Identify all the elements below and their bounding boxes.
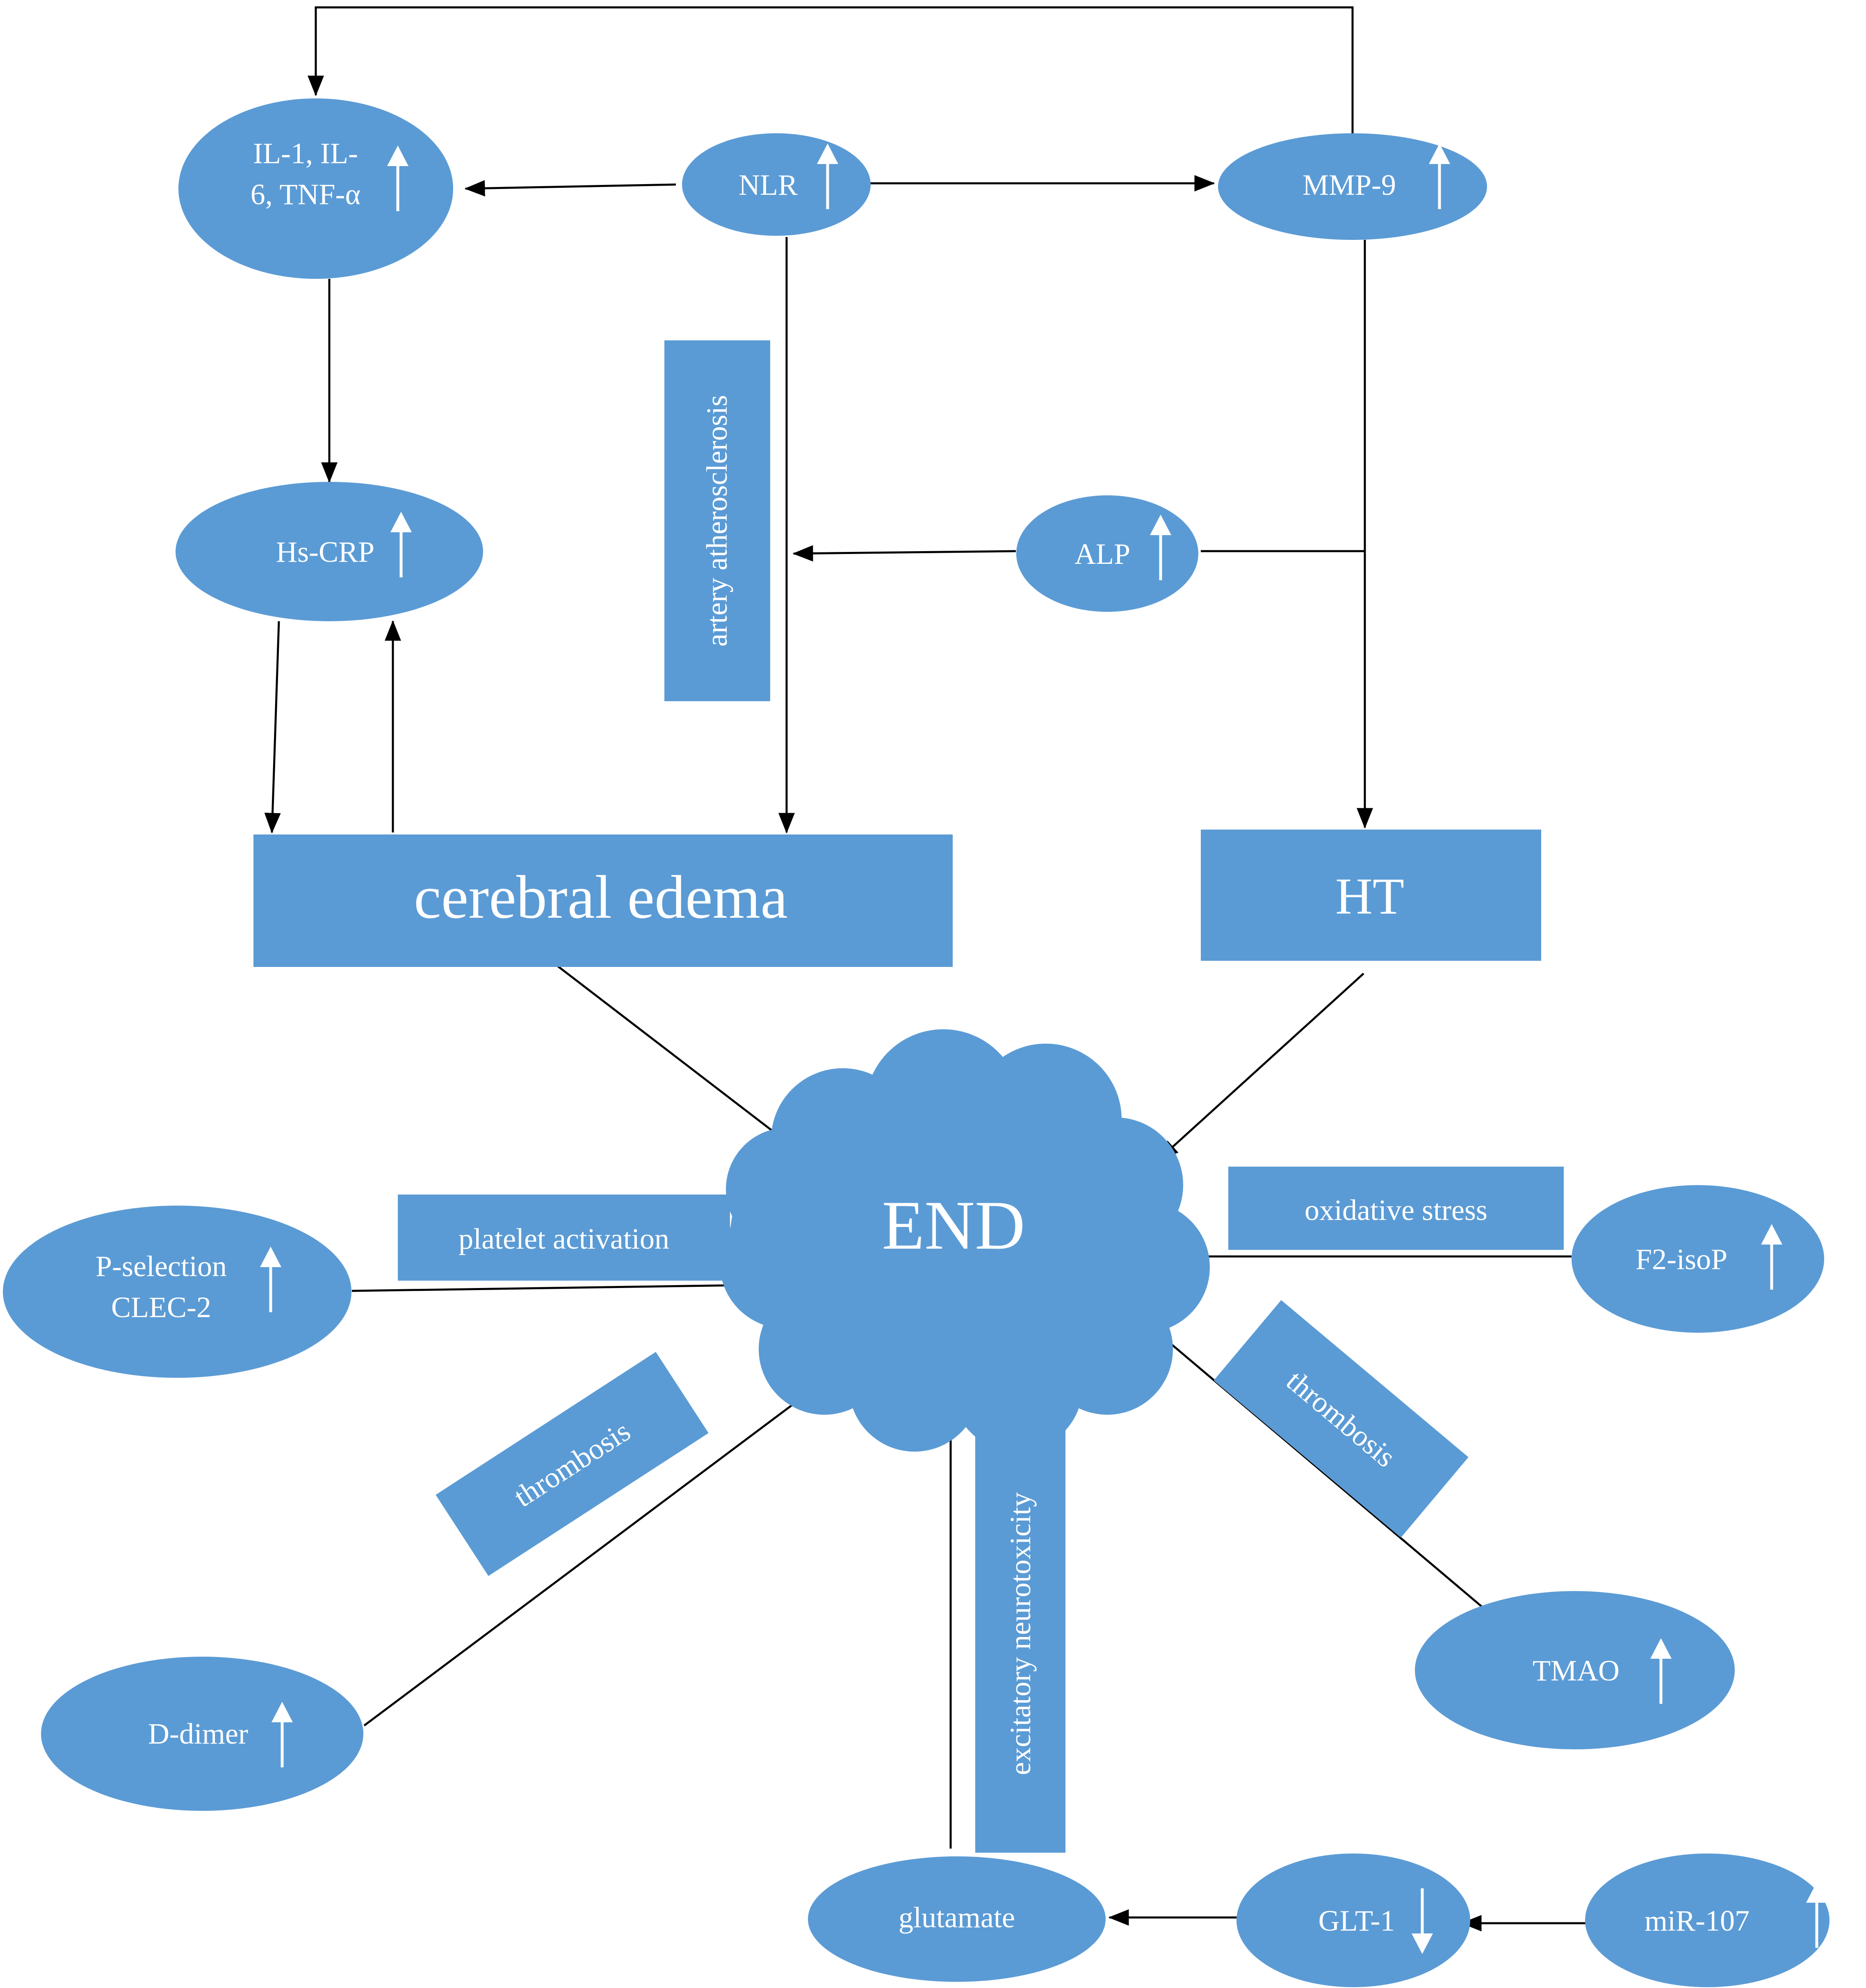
connector-hscrp-to-edema <box>264 621 281 834</box>
oxidative-stress-box: oxidative stress <box>1228 1167 1564 1250</box>
connector-nlr-to-cytokines <box>464 180 676 197</box>
mir107-node: miR-107 <box>1585 1853 1830 1987</box>
ht-label: HT <box>1335 868 1404 925</box>
up-arrow-icon <box>390 512 412 577</box>
mmp9-node: MMP-9 <box>1218 133 1487 240</box>
up-arrow-icon <box>1806 1882 1827 1948</box>
connector-mmp9-loop-to-cytokines <box>308 6 1354 133</box>
mir107-label: miR-107 <box>1645 1904 1750 1937</box>
connector-alp-to-artery <box>792 545 1016 562</box>
pselection-node: P-selection CLEC-2 <box>3 1206 351 1378</box>
ht-box: HT <box>1201 830 1541 961</box>
up-arrow-icon <box>260 1247 281 1312</box>
oxidative-stress-label: oxidative stress <box>1305 1194 1487 1227</box>
up-arrow-icon <box>817 144 838 209</box>
cytokines-label-line2: 6, TNF-α <box>251 178 360 211</box>
pselection-label-line1: P-selection <box>96 1250 227 1283</box>
glutamate-label: glutamate <box>899 1901 1015 1934</box>
thrombosis-right-box: thrombosis <box>1214 1300 1469 1538</box>
hscrp-label: Hs-CRP <box>276 536 374 568</box>
ddimer-label: D-dimer <box>148 1717 248 1750</box>
down-arrow-icon <box>1412 1888 1433 1954</box>
up-arrow-icon <box>1650 1638 1672 1704</box>
tmao-node: TMAO <box>1415 1591 1735 1749</box>
pselection-label-line2: CLEC-2 <box>111 1291 211 1324</box>
alp-label: ALP <box>1074 538 1130 570</box>
connector-pselection-to-end <box>351 1277 774 1293</box>
nlr-node: NLR <box>682 133 871 236</box>
up-arrow-icon <box>387 146 408 211</box>
ddimer-node: D-dimer <box>41 1657 363 1811</box>
artery-atherosclerosis-label: artery atherosclerosis <box>700 395 733 647</box>
mmp9-label: MMP-9 <box>1303 169 1396 201</box>
up-arrow-icon <box>1150 515 1171 580</box>
glt1-node: GLT-1 <box>1236 1853 1470 1987</box>
thrombosis-left-box: thrombosis <box>436 1352 709 1576</box>
up-arrow-icon <box>1429 144 1450 209</box>
excitatory-neurotoxicity-label: excitatory neurotoxicity <box>1004 1492 1037 1775</box>
connector-edema-to-end <box>555 964 798 1151</box>
cytokines-node: IL-1, IL- 6, TNF-α <box>178 98 453 279</box>
platelet-activation-label: platelet activation <box>459 1222 669 1255</box>
platelet-activation-box: platelet activation <box>398 1195 730 1281</box>
up-arrow-icon <box>271 1702 293 1767</box>
cerebral-edema-box: cerebral edema <box>253 834 953 967</box>
up-arrow-icon <box>1761 1224 1782 1290</box>
f2isop-node: F2-isoP <box>1572 1185 1824 1333</box>
hscrp-node: Hs-CRP <box>176 482 483 621</box>
end-label: END <box>882 1187 1025 1264</box>
glutamate-node: glutamate <box>808 1856 1106 1982</box>
cerebral-edema-label: cerebral edema <box>414 863 788 931</box>
artery-atherosclerosis-box: artery atherosclerosis <box>664 340 770 701</box>
end-cloud: END <box>720 1029 1210 1452</box>
connector-ddimer-to-end <box>363 1383 821 1727</box>
alp-node: ALP <box>1016 495 1198 612</box>
excitatory-neurotoxicity-box: excitatory neurotoxicity <box>975 1415 1065 1853</box>
nlr-label: NLR <box>739 169 798 201</box>
cytokines-label-line1: IL-1, IL- <box>253 137 358 170</box>
connector-ht-to-end <box>1158 973 1364 1160</box>
connectors <box>264 6 1586 1931</box>
tmao-label: TMAO <box>1533 1654 1620 1687</box>
glt1-label: GLT-1 <box>1319 1904 1395 1937</box>
connector-tmao-to-end <box>1130 1309 1485 1609</box>
f2isop-label: F2-isoP <box>1636 1243 1727 1276</box>
